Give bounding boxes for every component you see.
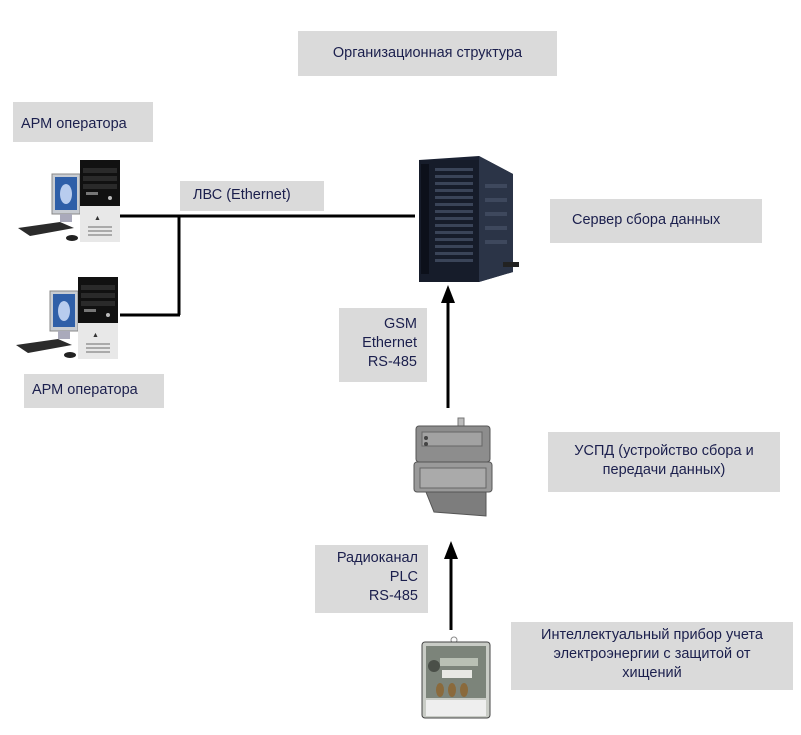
meter-label-line-3: хищений (622, 665, 682, 681)
operator-1-label: АРМ оператора (13, 102, 153, 142)
uspd-to-server-link-label: GSM Ethernet RS-485 (339, 308, 427, 382)
meter-to-uspd-arrowhead (444, 541, 458, 559)
server-label: Сервер сбора данных (550, 199, 762, 243)
link-protocol-rs485: RS-485 (367, 354, 417, 370)
link-protocol-rs485-2: RS-485 (368, 588, 418, 604)
meter-to-uspd-link-label: Радиоканал PLC RS-485 (315, 545, 428, 613)
uspd-to-server-arrowhead (441, 285, 455, 303)
server-label-text: Сервер сбора данных (572, 212, 721, 228)
data-collector-device-icon[interactable] (412, 416, 494, 520)
link-protocol-radio: Радиоканал (336, 550, 418, 566)
svg-text:▲: ▲ (94, 215, 101, 222)
svg-text:▲: ▲ (92, 332, 99, 339)
meter-label-line-2: электроэнергии с защитой от (553, 646, 751, 662)
server-tower-icon[interactable] (413, 154, 523, 284)
link-protocol-ethernet: Ethernet (362, 335, 417, 351)
lan-label: ЛВС (Ethernet) (180, 181, 324, 211)
diagram-title: Организационная структура (298, 31, 557, 76)
meter-label-line-1: Интеллектуальный прибор учета (541, 627, 763, 643)
lan-label-text: ЛВС (Ethernet) (193, 187, 291, 203)
uspd-label-line-2: передачи данных) (602, 462, 726, 478)
meter-label: Интеллектуальный прибор учета электроэне… (511, 622, 793, 690)
uspd-label: УСПД (устройство сбора и передачи данных… (548, 432, 780, 492)
desktop-computer-icon[interactable]: ▲ (16, 158, 124, 244)
desktop-computer-icon[interactable]: ▲ (14, 275, 122, 361)
uspd-label-line-1: УСПД (устройство сбора и (574, 443, 754, 459)
operator-1-label-text: АРМ оператора (21, 116, 127, 132)
operator-2-label-text: АРМ оператора (32, 382, 138, 398)
smart-meter-icon[interactable] (418, 636, 494, 722)
operator-2-label: АРМ оператора (24, 374, 164, 408)
diagram-title-text: Организационная структура (332, 45, 523, 61)
link-protocol-gsm: GSM (383, 316, 417, 332)
link-protocol-plc: PLC (389, 569, 418, 585)
